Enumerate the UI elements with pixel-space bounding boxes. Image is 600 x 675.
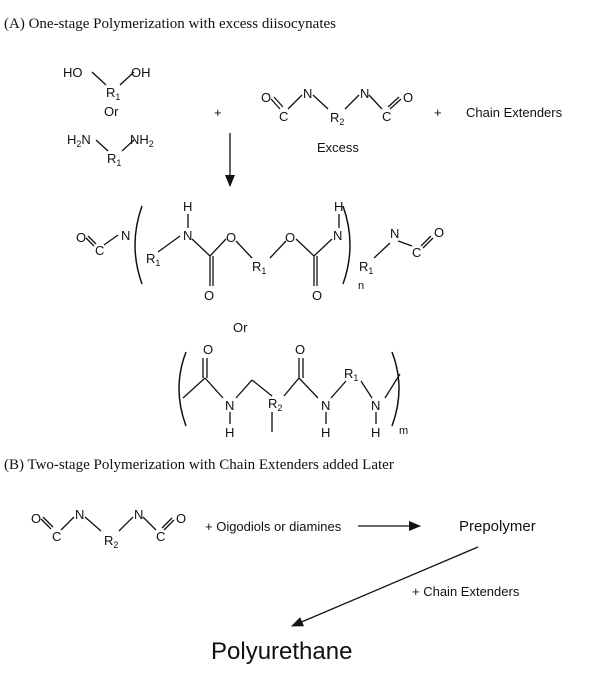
urethane-right-terminal-bonds bbox=[373, 235, 434, 259]
urea-h-end: H bbox=[371, 425, 380, 440]
plus-sign-2: + bbox=[434, 105, 442, 120]
urethane-n-terminal: N bbox=[121, 228, 130, 243]
urea-nh-end: N bbox=[371, 398, 380, 413]
diisocyanate-b-n-left: N bbox=[75, 507, 84, 522]
urea-close-paren bbox=[391, 351, 400, 427]
diisocyanate-n-right: N bbox=[360, 86, 369, 101]
urethane-carbonyl-o-right: O bbox=[312, 288, 322, 303]
polyurethane-arrow bbox=[291, 546, 479, 627]
urea-nh-right: N bbox=[321, 398, 330, 413]
prepolymer-label: Prepolymer bbox=[459, 518, 536, 535]
urethane-o-terminal: O bbox=[76, 230, 86, 245]
diamine-r-label: R1 bbox=[107, 151, 121, 168]
diisocyanate-b-r2-label: R2 bbox=[104, 533, 118, 550]
diamine-structure: H2N NH2 R1 bbox=[67, 132, 154, 168]
diamine-left-group: H2N bbox=[67, 132, 91, 149]
diamine-bonds bbox=[95, 139, 135, 152]
urea-h-left: H bbox=[225, 425, 234, 440]
urethane-c-terminal: C bbox=[95, 243, 104, 258]
reactant-or-text: Or bbox=[104, 104, 119, 119]
urethane-h-left: H bbox=[183, 199, 192, 214]
diol-r-label: R1 bbox=[106, 85, 120, 102]
urethane-c-right-terminal: C bbox=[412, 245, 421, 260]
urea-h-right: H bbox=[321, 425, 330, 440]
diisocyanate-b-n-right: N bbox=[134, 507, 143, 522]
urea-repeat-m: m bbox=[399, 425, 408, 437]
urethane-nh-right: N bbox=[333, 228, 342, 243]
polyurethane-label: Polyurethane bbox=[211, 638, 352, 665]
urethane-o-right-terminal: O bbox=[434, 225, 444, 240]
plus-sign-1: + bbox=[214, 105, 222, 120]
diisocyanate-r2-label: R2 bbox=[330, 110, 344, 127]
urea-carbonyl-o-right: O bbox=[295, 342, 305, 357]
diisocyanate-o-right: O bbox=[403, 90, 413, 105]
section-b-title: (B) Two-stage Polymerization with Chain … bbox=[4, 457, 394, 473]
diisocyanate-b-c-right: C bbox=[156, 529, 165, 544]
urethane-o-ester-left: O bbox=[226, 230, 236, 245]
urethane-terminal-bonds bbox=[85, 234, 119, 247]
diol-right-group: OH bbox=[131, 65, 151, 80]
chain-extenders-label-b: + Chain Extenders bbox=[412, 584, 520, 599]
urethane-backbone-bonds bbox=[157, 214, 340, 286]
urea-open-paren bbox=[178, 351, 187, 427]
diisocyanate-b-c-left: C bbox=[52, 529, 61, 544]
urea-r1-label: R1 bbox=[344, 366, 358, 383]
product-or-text: Or bbox=[233, 320, 248, 335]
diisocyanate-b-o-right: O bbox=[176, 511, 186, 526]
urethane-close-paren bbox=[342, 205, 351, 285]
urethane-product-structure: O C N R1 H N O O R1 O O H N n R1 N C O bbox=[76, 199, 444, 303]
diol-left-group: HO bbox=[63, 65, 83, 80]
excess-label: Excess bbox=[317, 140, 359, 155]
diisocyanate-c-right: C bbox=[382, 109, 391, 124]
section-a-title: (A) One-stage Polymerization with excess… bbox=[4, 16, 336, 32]
reagent-text: + Oigodiols or diamines bbox=[205, 519, 342, 534]
diisocyanate-structure: O C N R2 N C O bbox=[261, 86, 413, 127]
diisocyanate-o-left: O bbox=[261, 90, 271, 105]
diisocyanate-b-bonds bbox=[40, 516, 175, 532]
chain-extenders-label-a: Chain Extenders bbox=[466, 105, 563, 120]
urea-nh-left: N bbox=[225, 398, 234, 413]
urethane-carbonyl-o-left: O bbox=[204, 288, 214, 303]
urethane-o-ester-right: O bbox=[285, 230, 295, 245]
urea-r2-label: R2 bbox=[268, 396, 282, 413]
urethane-n-right-terminal: N bbox=[390, 226, 399, 241]
urea-backbone-bonds bbox=[182, 358, 401, 432]
urethane-r1-right: R1 bbox=[359, 259, 373, 276]
diol-structure: HO OH R1 bbox=[63, 65, 151, 102]
urethane-repeat-n: n bbox=[358, 280, 364, 292]
diisocyanate-bonds bbox=[270, 94, 402, 110]
diamine-right-group: NH2 bbox=[130, 132, 154, 149]
urethane-h-right: H bbox=[334, 199, 343, 214]
urea-carbonyl-o-left: O bbox=[203, 342, 213, 357]
urethane-r1-mid: R1 bbox=[252, 259, 266, 276]
diol-bonds bbox=[91, 71, 135, 86]
diisocyanate-n-left: N bbox=[303, 86, 312, 101]
urethane-open-paren bbox=[134, 205, 143, 285]
diisocyanate-structure-b: O C N R2 N C O bbox=[31, 507, 186, 550]
diisocyanate-b-o-left: O bbox=[31, 511, 41, 526]
urethane-r1-left: R1 bbox=[146, 251, 160, 268]
urethane-nh-left: N bbox=[183, 228, 192, 243]
diisocyanate-c-left: C bbox=[279, 109, 288, 124]
urea-product-structure: O N H R2 O N H R1 N H m bbox=[178, 342, 408, 440]
